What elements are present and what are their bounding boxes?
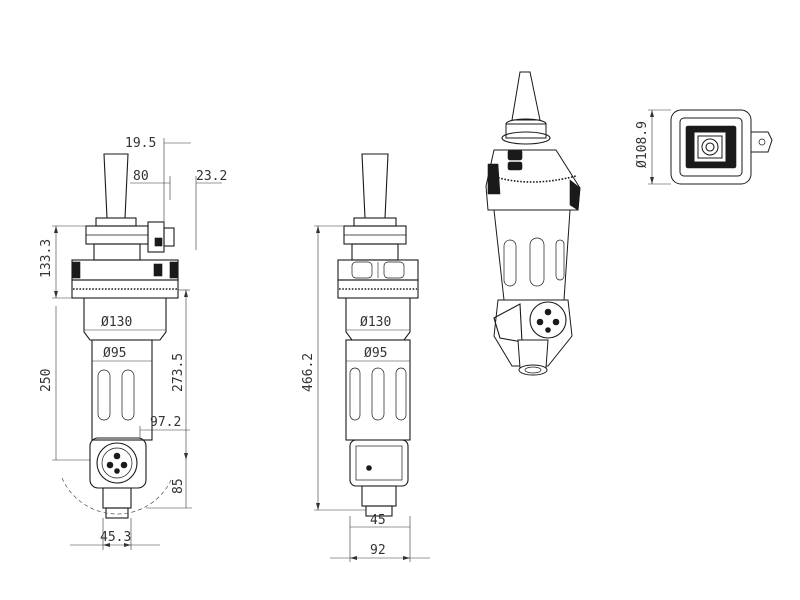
dim-85: 85: [171, 478, 186, 494]
dim-133-3: 133.3: [39, 239, 54, 278]
side-view: 466.2 Ø130 Ø95 45 92: [301, 153, 430, 562]
dim-45-3: 45.3: [100, 530, 131, 545]
dim-dia-108-9: Ø108.9: [635, 121, 650, 168]
dim-dia-95-side: Ø95: [364, 346, 387, 361]
dim-23-2: 23.2: [196, 169, 227, 184]
dim-19-5: 19.5: [125, 136, 156, 151]
dim-80: 80: [133, 169, 149, 184]
isometric-view: [485, 71, 581, 376]
dim-45: 45: [370, 513, 386, 528]
dim-dia-95: Ø95: [103, 346, 126, 361]
dim-92: 92: [370, 543, 386, 558]
dim-97-2: 97.2: [150, 415, 181, 430]
dim-273-5: 273.5: [171, 353, 186, 392]
dim-250: 250: [39, 369, 54, 392]
dim-dia-130-side: Ø130: [360, 315, 391, 330]
top-view: Ø108.9: [635, 109, 773, 185]
dim-dia-130: Ø130: [101, 315, 132, 330]
front-view: 19.5 80 23.2 133.3 Ø130 Ø95 250 273.5 97…: [39, 136, 227, 550]
dim-466-2: 466.2: [301, 353, 316, 392]
